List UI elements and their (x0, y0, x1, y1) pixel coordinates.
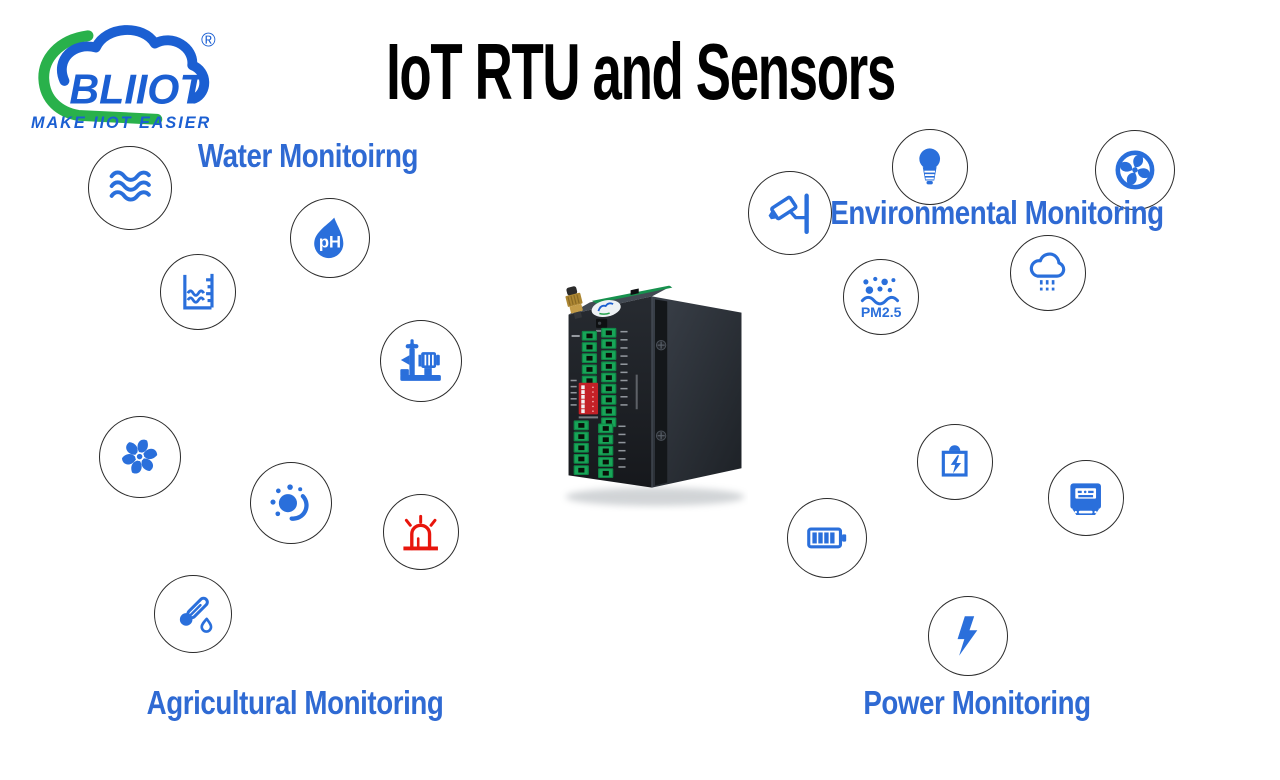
battery-level-icon (807, 527, 847, 549)
water-pump-icon (400, 339, 442, 382)
logo-registered-mark: ® (201, 30, 216, 52)
device-shadow (565, 487, 745, 506)
sun-icon-circle (250, 462, 332, 544)
water-level-icon-circle (160, 254, 236, 330)
screw (655, 339, 667, 351)
cctv-camera-icon (768, 193, 809, 234)
logo-green-swoosh (38, 30, 163, 125)
fan-icon (1115, 150, 1155, 190)
thermometer-humidity-icon-circle (154, 575, 232, 653)
pin-labels (570, 330, 638, 468)
rain-cloud-icon-circle (1010, 235, 1086, 311)
waves-icon-circle (88, 146, 172, 230)
water-level-icon (183, 274, 214, 310)
lightning-icon-circle (928, 596, 1008, 676)
pm25-icon-circle: PM2.5 (843, 259, 919, 335)
logo-tagline: MAKE IIOT EASIER (31, 114, 211, 132)
label-environmental-monitoring: Environmental Monitoring (830, 194, 1164, 231)
alarm-icon (403, 515, 439, 551)
sun-icon (270, 484, 309, 522)
battery-charging-icon (942, 445, 968, 477)
pm25-icon-text: PM2.5 (861, 304, 902, 320)
water-pump-icon-circle (380, 320, 462, 402)
fan-icon-circle (1095, 130, 1175, 210)
impeller-icon (122, 440, 158, 474)
logo-brand-text: BLIIOT (69, 67, 208, 113)
label-water-monitoring: Water Monitoirng (197, 137, 419, 174)
device-brand-sticker (591, 300, 621, 317)
thermometer-humidity-icon (179, 596, 213, 633)
antenna-connector (565, 286, 583, 319)
pm25-icon: PM2.5 (861, 276, 902, 320)
battery-level-icon-circle (787, 498, 867, 578)
ph-icon: pH (314, 217, 344, 259)
bliiot-logo: BLIIOT ® MAKE IIOT EASIER (31, 25, 216, 132)
light-bulb-icon (919, 148, 941, 185)
cctv-camera-icon-circle (748, 171, 832, 255)
alarm-icon-circle (383, 494, 459, 570)
impeller-icon-circle (99, 416, 181, 498)
logo-cloud-icon (57, 25, 210, 104)
waves-icon (109, 170, 151, 202)
label-agricultural-monitoring: Agricultural Monitoring (146, 684, 444, 721)
light-bulb-icon-circle (892, 129, 968, 205)
rain-cloud-icon (1030, 252, 1066, 291)
ph-icon-text: pH (319, 232, 341, 251)
rtu-device-image (565, 285, 745, 506)
page-title: IoT RTU and Sensors (385, 27, 896, 116)
label-power-monitoring: Power Monitoring (863, 684, 1091, 721)
energy-meter-icon-circle (1048, 460, 1124, 536)
energy-meter-icon (1070, 483, 1102, 516)
screw (655, 430, 667, 441)
ph-icon-circle: pH (290, 198, 370, 278)
dip-switch (578, 382, 599, 419)
lightning-icon (957, 616, 978, 656)
battery-charging-icon-circle (917, 424, 993, 500)
